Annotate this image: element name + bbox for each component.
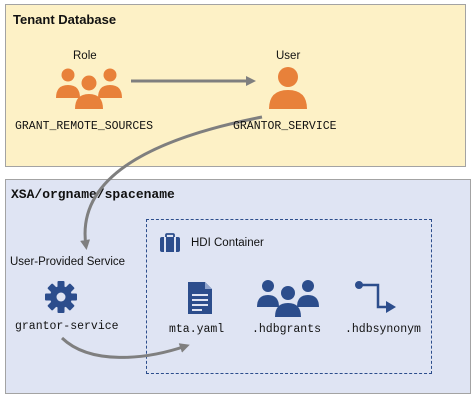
user-name: GRANTOR_SERVICE bbox=[233, 120, 337, 133]
group-icon bbox=[257, 280, 319, 317]
xsa-space-title: XSA/orgname/spacename bbox=[11, 187, 175, 202]
briefcase-icon bbox=[160, 233, 180, 252]
file-name-hdbgrants: .hdbgrants bbox=[252, 323, 322, 336]
user-icon bbox=[269, 67, 307, 109]
service-name: grantor-service bbox=[15, 320, 119, 333]
hdi-container-box bbox=[146, 219, 432, 374]
service-to-hdi-arrow bbox=[60, 336, 190, 359]
role-label: Role bbox=[73, 50, 97, 62]
document-icon bbox=[188, 282, 212, 314]
link-arrow-icon bbox=[355, 281, 396, 313]
service-label: User-Provided Service bbox=[10, 256, 126, 268]
file-name-mta: mta.yaml bbox=[169, 323, 225, 336]
user-to-service-arrow bbox=[80, 115, 263, 250]
role-name: GRANT_REMOTE_SOURCES bbox=[15, 120, 154, 133]
file-name-hdbsynonym: .hdbsynonym bbox=[345, 323, 421, 336]
user-label: User bbox=[276, 50, 301, 62]
gear-icon bbox=[45, 281, 77, 313]
tenant-database-title: Tenant Database bbox=[13, 12, 117, 27]
hdi-container-title: HDI Container bbox=[191, 237, 264, 249]
tenant-database-box bbox=[5, 4, 466, 167]
group-icon bbox=[56, 68, 122, 109]
xsa-space-box bbox=[5, 179, 471, 394]
